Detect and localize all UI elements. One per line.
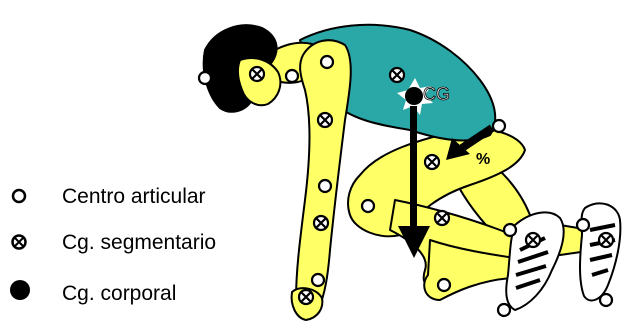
joint-center-hip <box>493 120 505 132</box>
legend: Centro articular Cg. segmentario Cg. cor… <box>10 185 216 305</box>
joint-center-knee-back <box>504 224 516 236</box>
body-cg-dot <box>405 87 423 105</box>
joint-center-shoulder <box>321 56 333 68</box>
legend-label-joint-center: Centro articular <box>62 185 206 208</box>
segment-cg-upper-arm <box>318 113 332 127</box>
joint-center-toe-back <box>600 294 612 306</box>
cg-label: CG <box>423 84 450 104</box>
legend-item-joint-center: Centro articular <box>13 185 206 208</box>
joint-center-ankle-front <box>438 279 450 291</box>
joint-center-elbow <box>319 180 331 192</box>
segment-cg-thigh-front <box>425 155 439 169</box>
front-arm <box>296 40 351 312</box>
percent-label: % <box>476 151 490 168</box>
legend-label-body-cg: Cg. corporal <box>62 282 176 305</box>
joint-center-neck <box>286 70 298 82</box>
back-shoe <box>580 203 620 300</box>
joint-center-head <box>199 72 211 84</box>
legend-label-segment-cg: Cg. segmentario <box>62 231 216 254</box>
segment-cg-head <box>250 67 264 81</box>
joint-center-ankle-back <box>577 219 589 231</box>
segment-cg-trunk <box>390 68 404 82</box>
segment-cg-shin-back <box>526 233 540 247</box>
joint-center-knee-front <box>362 200 374 212</box>
segment-cg-forearm <box>314 216 328 230</box>
joint-center-wrist <box>312 274 324 286</box>
open-circle-icon <box>13 190 25 202</box>
filled-circle-icon <box>10 280 30 300</box>
segment-cg-shin-front <box>435 211 449 225</box>
legend-item-body-cg: Cg. corporal <box>10 280 176 305</box>
joint-center-toe-front <box>498 304 510 316</box>
segment-cg-foot-back <box>599 233 613 247</box>
crossed-circle-icon <box>13 236 26 249</box>
segment-cg-hand <box>299 290 313 304</box>
legend-item-segment-cg: Cg. segmentario <box>13 231 217 254</box>
